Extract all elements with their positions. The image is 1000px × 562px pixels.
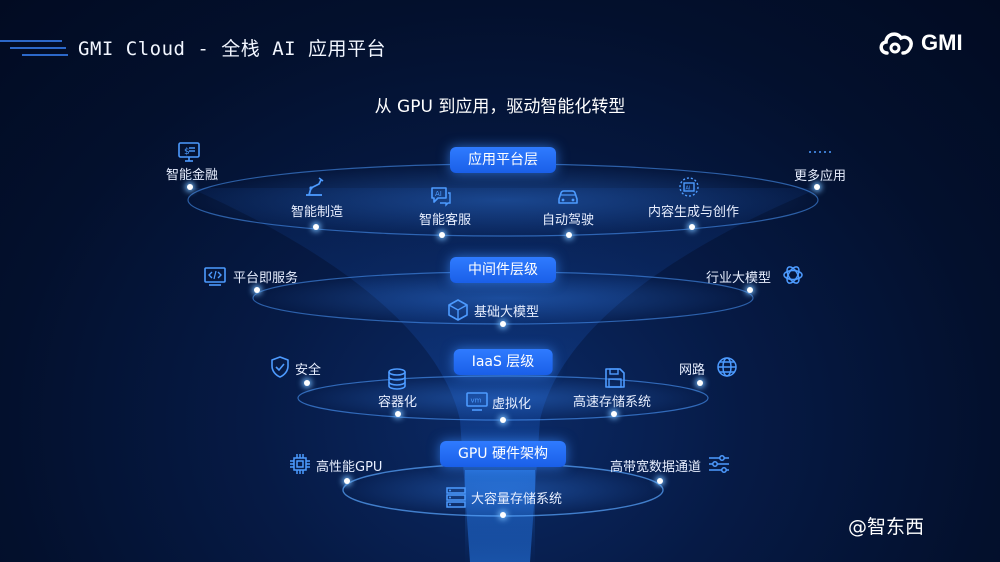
node-dot xyxy=(500,321,506,327)
openai-knot-icon xyxy=(781,263,805,287)
item-label-high-perf-gpu: 高性能GPU xyxy=(316,460,383,475)
svg-text:AI: AI xyxy=(686,186,691,192)
layer-button-application[interactable]: 应用平台层 xyxy=(450,147,556,173)
item-label-security: 安全 xyxy=(295,363,322,378)
item-label-content-generation: 内容生成与创作 xyxy=(648,205,740,220)
node-dot xyxy=(395,411,401,417)
subtitle: 从 GPU 到应用，驱动智能化转型 xyxy=(374,97,626,117)
finance-monitor-icon: $ xyxy=(177,140,201,164)
vm-icon: vm xyxy=(465,389,489,413)
item-label-network: 网路 xyxy=(679,363,706,378)
node-dot xyxy=(814,184,820,190)
chip-icon xyxy=(288,452,312,476)
item-label-foundation-model: 基础大模型 xyxy=(474,305,540,320)
item-label-paas: 平台即服务 xyxy=(233,271,299,286)
layer-button-gpu[interactable]: GPU 硬件架构 xyxy=(440,441,566,467)
car-icon xyxy=(556,184,580,208)
header-decoration-lines xyxy=(0,40,68,56)
item-label-smart-manufacturing: 智能制造 xyxy=(291,205,344,220)
node-dot xyxy=(344,478,350,484)
globe-icon xyxy=(715,355,739,379)
node-dot xyxy=(304,380,310,386)
cloud-logo-icon xyxy=(879,32,913,55)
item-label-high-bandwidth: 高带宽数据通道 xyxy=(610,460,702,475)
floppy-disk-icon xyxy=(603,366,627,390)
node-dot xyxy=(566,232,572,238)
node-dot xyxy=(657,478,663,484)
node-dot xyxy=(439,232,445,238)
node-dot xyxy=(500,512,506,518)
code-screen-icon xyxy=(203,264,227,288)
node-dot xyxy=(747,287,753,293)
database-icon xyxy=(385,367,409,391)
svg-text:$: $ xyxy=(184,147,190,157)
item-label-autonomous-driving: 自动驾驶 xyxy=(542,213,595,228)
item-label-smart-customer-service: 智能客服 xyxy=(419,213,472,228)
item-label-high-speed-storage: 高速存储系统 xyxy=(573,395,652,410)
item-label-virtualization: 虚拟化 xyxy=(492,397,532,412)
node-dot xyxy=(254,287,260,293)
server-rack-icon xyxy=(444,485,468,509)
ai-chat-icon: AI xyxy=(429,184,453,208)
node-dot xyxy=(500,417,506,423)
shield-check-icon xyxy=(268,355,292,379)
item-label-containerization: 容器化 xyxy=(378,395,418,410)
node-dot xyxy=(689,224,695,230)
item-label-industry-model: 行业大模型 xyxy=(706,271,772,286)
ai-image-icon: AI xyxy=(677,175,701,199)
more-dots-icon xyxy=(808,140,832,164)
node-dot xyxy=(697,380,703,386)
robot-arm-icon xyxy=(302,175,326,199)
node-dot xyxy=(313,224,319,230)
page-title: GMI Cloud - 全栈 AI 应用平台 xyxy=(78,38,387,60)
node-dot xyxy=(611,411,617,417)
layer-button-iaas[interactable]: IaaS 层级 xyxy=(453,349,553,375)
svg-text:AI: AI xyxy=(435,190,442,198)
svg-text:vm: vm xyxy=(471,397,482,405)
sliders-icon xyxy=(707,452,731,476)
watermark: @智东西 xyxy=(848,516,925,538)
cube-icon xyxy=(446,298,470,322)
item-label-more-apps: 更多应用 xyxy=(794,169,847,184)
gmi-logo: GMI xyxy=(877,28,963,58)
node-dot xyxy=(187,184,193,190)
item-label-mass-storage: 大容量存储系统 xyxy=(471,492,563,507)
item-label-smart-finance: 智能金融 xyxy=(166,168,219,183)
layer-button-middleware[interactable]: 中间件层级 xyxy=(450,257,556,283)
logo-text: GMI xyxy=(921,30,963,55)
